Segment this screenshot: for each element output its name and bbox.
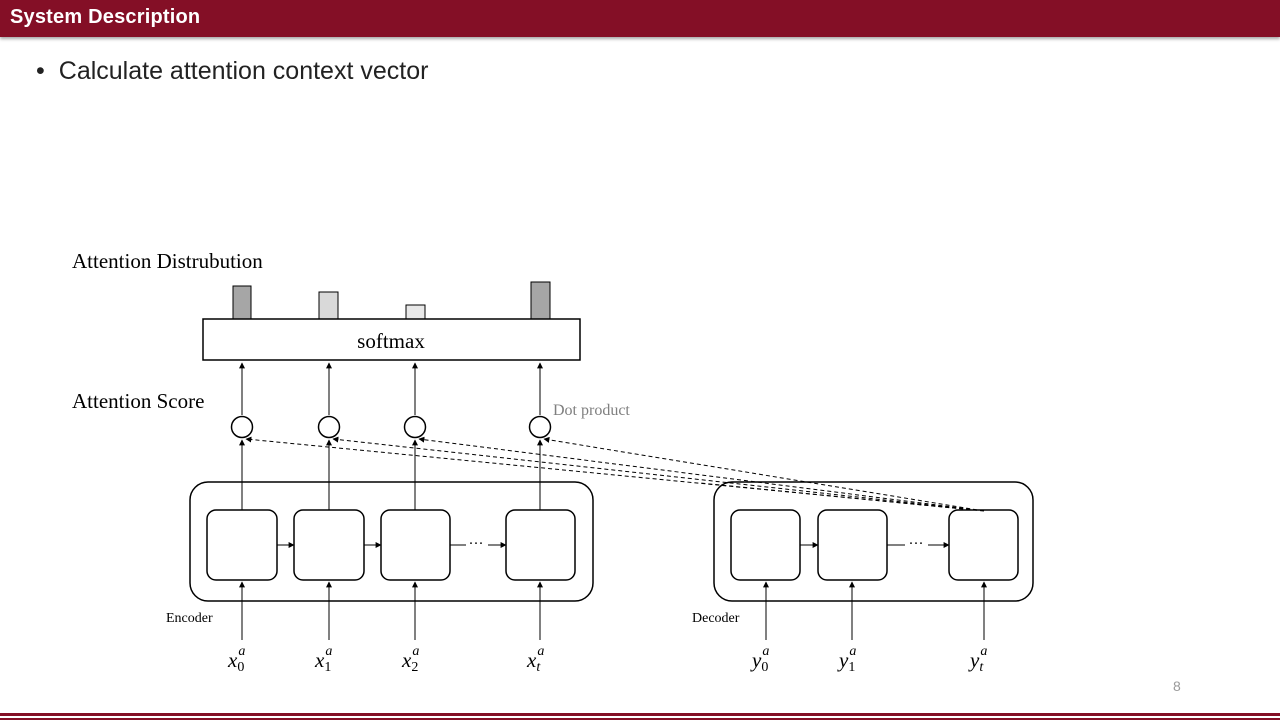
distribution-bar (405, 304, 426, 320)
encoder-ellipsis: ··· (469, 536, 484, 552)
page-number: 8 (1173, 678, 1181, 694)
header-bar: System Description (0, 0, 1280, 37)
softmax-label: softmax (357, 329, 425, 353)
softmax-box (202, 318, 581, 361)
decoder-cell (730, 509, 801, 581)
bullet-symbol: • (36, 57, 45, 85)
decoder-label: Decoder (692, 611, 740, 626)
score-circle (528, 415, 552, 439)
distribution-bar (232, 285, 252, 320)
dot-product-label: Dot product (553, 402, 630, 419)
attention-distribution-label: Attention Distrubution (72, 249, 263, 273)
footer-rule (0, 713, 1280, 716)
attention-score-label: Attention Score (72, 389, 204, 413)
slide-title: System Description (10, 6, 201, 28)
dot-product-line (543, 436, 985, 512)
bullet-item: • Calculate attention context vector (36, 57, 428, 86)
score-circle (403, 415, 427, 439)
decoder-cell (948, 509, 1019, 581)
encoder-container (189, 481, 594, 602)
decoder-cell (817, 509, 888, 581)
footer-rule (0, 718, 1280, 720)
distribution-bar (530, 281, 551, 320)
dot-product-line (245, 436, 985, 512)
dot-product-line (332, 436, 985, 512)
distribution-bar (318, 291, 339, 320)
encoder-cell (505, 509, 576, 581)
dot-product-line (418, 436, 985, 512)
dot-product-lines (245, 436, 985, 512)
bullet-text: Calculate attention context vector (58, 57, 429, 85)
encoder-cell (206, 509, 278, 581)
decoder-container (713, 481, 1034, 602)
score-circle (230, 415, 254, 439)
score-circle (317, 415, 341, 439)
encoder-label: Encoder (166, 611, 213, 626)
encoder-cell (293, 509, 365, 581)
decoder-ellipsis: ··· (909, 536, 924, 552)
encoder-cell (380, 509, 451, 581)
